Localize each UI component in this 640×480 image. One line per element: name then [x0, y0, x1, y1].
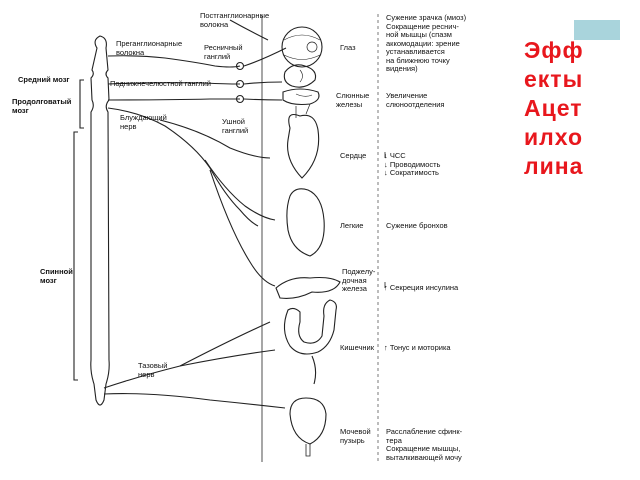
- organ-heart: Сердце: [340, 151, 367, 160]
- organ-pancreas: Поджелу- дочная железа: [342, 267, 376, 293]
- heart-drawing: [287, 113, 320, 179]
- label-preganglionic: Преганглионарные волокна: [116, 39, 183, 57]
- organ-bladder: Мочевой пузырь: [340, 427, 371, 445]
- label-midbrain: Средний мозг: [18, 75, 70, 84]
- effect-heart: ↓ ЧСС ↓ Проводимость ↓ Сократимость: [384, 151, 441, 177]
- salivary-gland-1: [283, 64, 317, 88]
- fiber-to-otic: [107, 98, 240, 101]
- slide-title: Эфф екты Ацет илхо лина: [524, 37, 584, 179]
- eye-drawing: [281, 26, 323, 68]
- post-fiber-salivary-1: [243, 81, 283, 85]
- pelvic-fiber-bladder: [103, 393, 286, 409]
- effect-pancreas: ↑ Секреция инсулина: [384, 283, 459, 292]
- intestine-drawing: [283, 299, 337, 355]
- label-submandibular-ganglion: Подниж­нечелюстной ганглий: [110, 79, 211, 88]
- effect-bladder: Расслабление сфинк- тера Сокращение мышц…: [386, 427, 463, 462]
- organ-intestine: Кишечник: [340, 343, 375, 352]
- pelvic-fiber-intestine: [179, 321, 271, 367]
- label-spinal-cord: Спинной мозг: [40, 267, 73, 285]
- vagus-branch-pancreas: [209, 169, 276, 287]
- vagus-branch-lungs: [204, 159, 276, 221]
- pancreas-drawing: [275, 276, 341, 299]
- label-vagus-nerve: Блуждающий нерв: [120, 113, 167, 131]
- organ-lungs: Легкие: [340, 221, 364, 230]
- pelvic-fiber: [103, 349, 276, 389]
- organ-eye: Глаз: [340, 43, 356, 52]
- label-medulla: Продолговатый мозг: [12, 97, 72, 115]
- submandibular-ganglion: [235, 79, 245, 89]
- effect-lungs: Сужение бронхов: [386, 221, 448, 230]
- vagus-branch-heart: [159, 119, 271, 159]
- decorative-corner-box: [574, 20, 620, 40]
- label-postganglionic: Постганглионарные волокна: [200, 11, 270, 29]
- spinal-brace: [73, 131, 78, 381]
- label-pelvic-nerve: Тазовый нерв: [138, 361, 168, 379]
- effect-eye: Сужение зрачка (миоз) Сокращение реснич-…: [386, 13, 467, 73]
- brain-brace: [79, 79, 84, 129]
- label-otic-ganglion: Ушной ганглий: [222, 117, 249, 135]
- fiber-to-ciliary: [107, 55, 241, 68]
- post-fiber-eye: [243, 47, 287, 67]
- salivary-gland-2: [282, 88, 320, 106]
- spinal-cord-outline: [90, 35, 110, 406]
- effect-intestine: ↑ Тонус и моторика: [384, 343, 451, 352]
- organ-salivary: Слюнные железы: [336, 91, 370, 109]
- post-fiber-eye-2: [229, 19, 269, 41]
- ciliary-ganglion: [235, 61, 245, 71]
- effect-salivary: Увеличение слюноотделения: [386, 91, 445, 109]
- otic-ganglion: [235, 94, 245, 104]
- lungs-drawing: [286, 188, 325, 257]
- post-fiber-salivary-2: [243, 98, 283, 101]
- fiber-to-submandibular: [107, 82, 241, 85]
- label-ciliary-ganglion: Ресничный ганглий: [204, 43, 243, 61]
- bladder-drawing: [289, 397, 327, 445]
